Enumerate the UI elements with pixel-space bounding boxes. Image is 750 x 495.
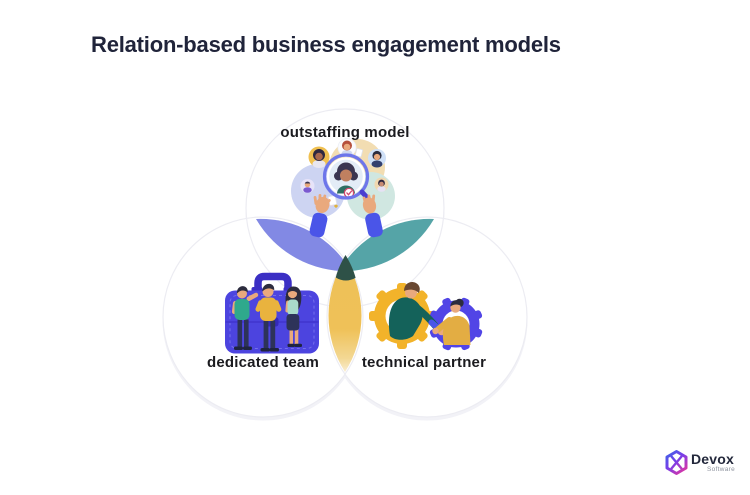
page-title: Relation-based business engagement model…	[91, 32, 561, 57]
label-outstaffing-model: outstaffing model	[280, 124, 410, 141]
partner-woman	[432, 298, 471, 345]
avatar-tan-small	[374, 177, 389, 192]
logo-subtext: Software	[707, 466, 736, 473]
avatar-man-blue	[368, 149, 386, 168]
avatar-yellow	[308, 146, 330, 168]
magnifier-candidates-illustration	[291, 138, 395, 238]
team-member-left	[231, 286, 259, 350]
logo-name: Devox	[691, 451, 735, 467]
central-candidate-avatar	[326, 157, 366, 196]
avatar-redhead	[337, 138, 357, 157]
briefcase-team-illustration	[225, 272, 319, 354]
right-petal	[339, 218, 434, 272]
team-member-right	[285, 286, 302, 347]
avatar-purple-small	[300, 179, 315, 193]
venn-overlap-petals	[256, 218, 434, 372]
label-technical-partner: technical partner	[361, 354, 487, 371]
devox-logo-icon	[665, 450, 688, 475]
label-dedicated-team: dedicated team	[206, 354, 320, 371]
left-petal	[256, 218, 351, 272]
partner-man	[388, 282, 446, 340]
bottom-petal	[328, 259, 362, 372]
team-member-middle	[255, 283, 282, 352]
right-hand	[362, 194, 383, 238]
gears-handshake-illustration	[369, 282, 483, 351]
left-hand	[309, 194, 331, 238]
center-overlap	[335, 255, 356, 281]
